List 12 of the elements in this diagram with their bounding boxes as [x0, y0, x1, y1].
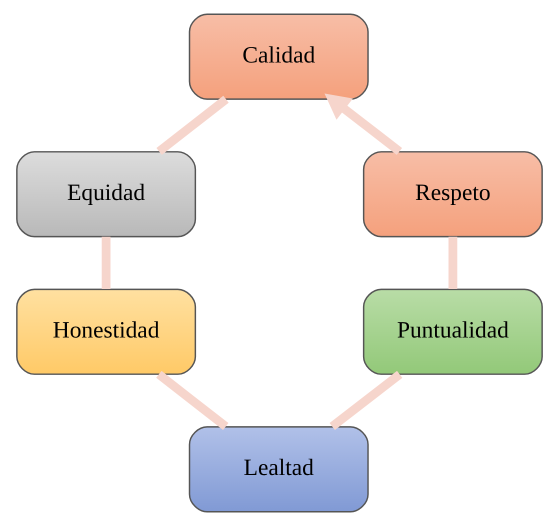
connector: [329, 370, 402, 430]
arrow: [324, 93, 402, 155]
node-box: Honestidad: [16, 288, 196, 375]
node-box: Calidad: [188, 14, 368, 100]
connector: [156, 370, 228, 430]
node-box: Lealtad: [188, 426, 368, 512]
node-box: Respeto: [362, 151, 542, 238]
connector: [448, 236, 457, 289]
node-box: Equidad: [16, 151, 196, 238]
node-box: Puntualidad: [362, 288, 542, 375]
connector: [101, 236, 110, 289]
connector: [156, 96, 228, 155]
